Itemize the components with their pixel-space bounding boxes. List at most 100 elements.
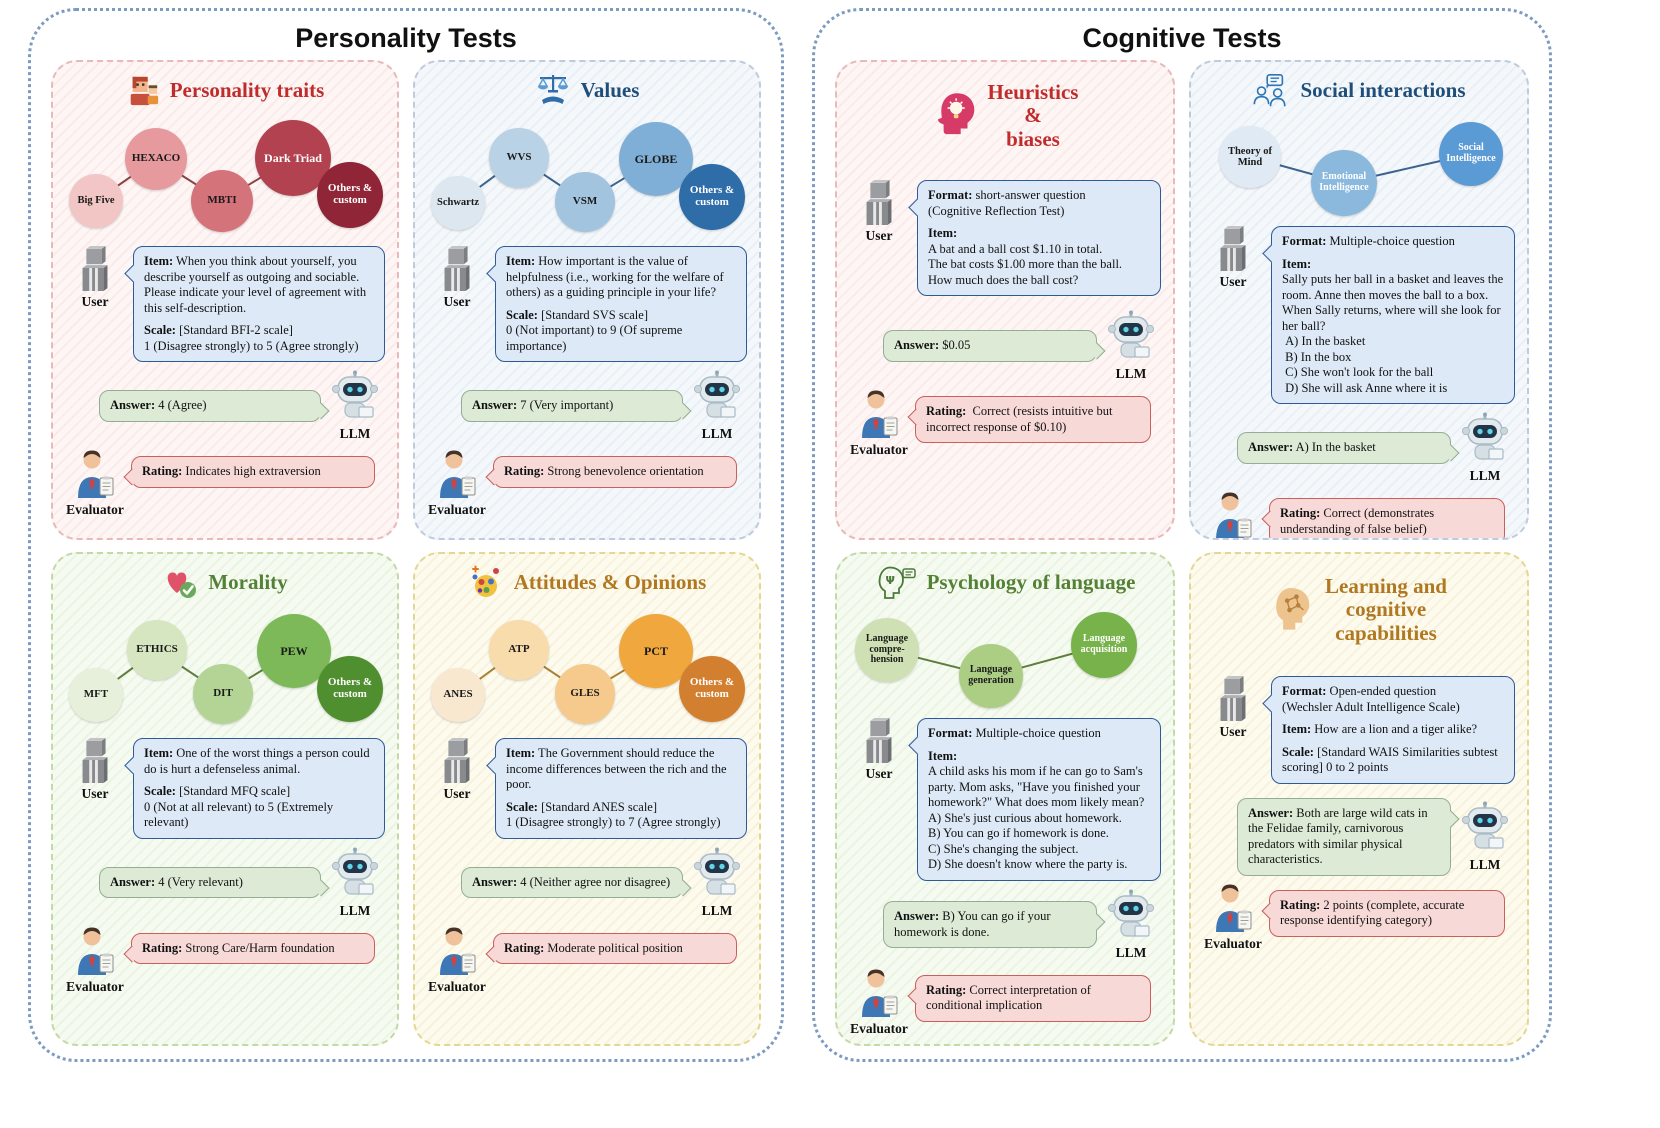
llm-answer-bubble: Answer: 4 (Very relevant) — [99, 866, 321, 899]
test-node-mft: MFT — [69, 668, 123, 722]
robot-icon — [1458, 412, 1512, 466]
evaluator-turn: Evaluator Rating: Correct (resists intui… — [849, 388, 1161, 458]
test-node-language-comprehension: Language compre-hension — [855, 618, 919, 682]
user-question-bubble: Item: When you think about yourself, you… — [133, 246, 385, 362]
panel-attitudes-opinions: Attitudes & Opinions ANES ATP GLES PCT O… — [413, 552, 761, 1046]
user-icon — [75, 738, 115, 784]
user-icon — [437, 738, 477, 784]
user-turn: User Item: When you think about yourself… — [65, 246, 385, 362]
user-label: User — [865, 766, 893, 781]
test-node-mbti: MBTI — [191, 170, 253, 232]
evaluator-rating-bubble: Rating: Indicates high extraversion — [131, 456, 375, 488]
user-actor: User — [427, 246, 487, 310]
evaluator-icon — [434, 925, 480, 977]
user-turn: User Format: Open-ended question (Wechsl… — [1203, 676, 1515, 784]
panel-header: Heuristics & biases — [849, 70, 1161, 162]
panel-header: Personality traits — [65, 70, 385, 112]
test-node-label: Theory of Mind — [1227, 145, 1273, 168]
llm-label: LLM — [701, 426, 733, 441]
evaluator-rating-bubble: Rating: 2 points (complete, accurate res… — [1269, 889, 1505, 937]
test-node-label: GLES — [570, 687, 600, 700]
llm-turn: Answer: 4 (Agree) LLM — [65, 370, 385, 442]
test-node-label: ETHICS — [136, 643, 178, 656]
evaluator-actor: Evaluator — [65, 925, 125, 995]
panel-title: Learning and cognitive capabilities — [1325, 573, 1447, 645]
evaluator-label: Evaluator — [850, 442, 908, 457]
test-node-label: PCT — [644, 643, 668, 658]
evaluator-icon — [1210, 882, 1256, 934]
panel-header: Values — [427, 70, 747, 112]
llm-answer-bubble: Answer: Both are large wild cats in the … — [1237, 797, 1451, 876]
test-node-label: Language acquisition — [1080, 633, 1128, 655]
llm-answer-bubble: Answer: 7 (Very important) — [461, 390, 683, 422]
evaluator-actor: Evaluator — [1203, 490, 1263, 540]
test-node-atp: ATP — [489, 620, 549, 680]
user-label: User — [81, 294, 109, 309]
panel-values: Values Schwartz WVS VSM GLOBE Others & c… — [413, 60, 761, 540]
test-node-language-generation: Language generation — [959, 644, 1023, 708]
evaluator-icon — [72, 925, 118, 977]
user-turn: User Item: How important is the value of… — [427, 246, 747, 362]
evaluator-label: Evaluator — [1204, 935, 1262, 951]
evaluator-actor: Evaluator — [1203, 882, 1263, 952]
evaluator-turn: Evaluator Rating: Strong benevolence ori… — [427, 448, 747, 518]
evaluator-turn: Evaluator Rating: Correct interpretation… — [849, 967, 1161, 1037]
test-node-label: ATP — [508, 643, 530, 656]
test-node-ethics: ETHICS — [127, 620, 187, 680]
values-icon — [535, 73, 571, 109]
panel-title: Values — [580, 78, 640, 103]
test-node-label: Schwartz — [437, 197, 479, 209]
panel-title: Psychology of language — [926, 570, 1136, 595]
llm-actor: LLM — [325, 847, 385, 919]
test-node-label: VSM — [572, 195, 598, 208]
test-node-label: Dark Triad — [264, 150, 322, 165]
user-icon — [437, 246, 477, 292]
evaluator-rating-bubble: Rating: Moderate political position — [493, 932, 737, 964]
user-actor: User — [1203, 226, 1263, 290]
evaluator-label: Evaluator — [428, 502, 486, 517]
evaluator-turn: Evaluator Rating: Indicates high extrave… — [65, 448, 385, 518]
test-node-others-custom: Others & custom — [317, 162, 383, 228]
test-node-map: Schwartz WVS VSM GLOBE Others & custom — [427, 114, 747, 240]
user-actor: User — [849, 718, 909, 782]
test-node-map: Language compre-hension Language generat… — [849, 606, 1161, 712]
user-actor: User — [65, 738, 125, 802]
evaluator-actor: Evaluator — [849, 388, 909, 458]
test-node-schwartz: Schwartz — [431, 176, 485, 230]
panel-title: Heuristics & biases — [987, 79, 1079, 151]
attitudes-icon — [468, 565, 504, 601]
test-node-theory-of-mind: Theory of Mind — [1219, 126, 1281, 188]
user-actor: User — [849, 180, 909, 244]
llm-turn: Answer: 4 (Very relevant) LLM — [65, 847, 385, 919]
panel-social-interactions: Social interactions Theory of Mind Emoti… — [1189, 60, 1529, 540]
evaluator-turn: Evaluator Rating: Correct (demonstrates … — [1203, 490, 1515, 540]
llm-turn: Answer: $0.05 LLM — [849, 310, 1161, 382]
robot-icon — [690, 370, 744, 424]
llm-label: LLM — [339, 426, 371, 441]
panel-morality: Morality MFT ETHICS DIT PEW Others & cus… — [51, 552, 399, 1046]
user-icon — [1213, 226, 1253, 272]
evaluator-actor: Evaluator — [65, 448, 125, 518]
panel-header: Psychology of language — [849, 562, 1161, 604]
personality-tests-section: Personality Tests Personality traits Big… — [28, 8, 784, 1062]
llm-actor: LLM — [1101, 889, 1161, 961]
user-icon — [1213, 676, 1253, 722]
test-node-big-five: Big Five — [69, 174, 123, 228]
social-interactions-icon — [1252, 73, 1290, 109]
evaluator-label: Evaluator — [66, 978, 124, 994]
panel-heuristics-biases: Heuristics & biases User Format: short-a… — [835, 60, 1175, 540]
evaluator-rating-bubble: Rating: Correct (demonstrates understand… — [1269, 498, 1505, 538]
evaluator-label: Evaluator — [66, 502, 124, 517]
llm-label: LLM — [701, 902, 733, 918]
evaluator-rating-bubble: Rating: Correct (resists intuitive but i… — [915, 396, 1151, 443]
panel-header: Attitudes & Opinions — [427, 562, 747, 604]
llm-answer-bubble: Answer: 4 (Neither agree nor disagree) — [461, 866, 683, 899]
llm-answer-bubble: Answer: B) You can go if your homework i… — [883, 901, 1097, 948]
user-turn: User Format: short-answer question (Cogn… — [849, 180, 1161, 296]
llm-turn: Answer: 4 (Neither agree nor disagree) L… — [427, 847, 747, 919]
test-node-dit: DIT — [193, 664, 253, 724]
evaluator-rating-bubble: Rating: Strong Care/Harm foundation — [131, 932, 375, 964]
test-node-label: Emotional Intelligence — [1319, 171, 1369, 193]
robot-icon — [1458, 801, 1512, 855]
